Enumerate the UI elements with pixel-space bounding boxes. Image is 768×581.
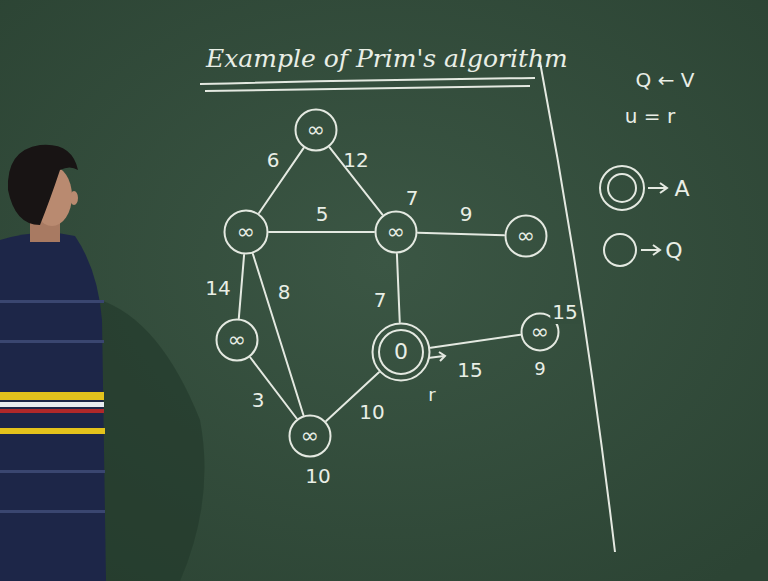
legend-circle	[604, 234, 636, 266]
title-underline	[205, 86, 530, 91]
chalk-arrow	[439, 352, 445, 361]
edge-weight: 6	[267, 148, 280, 172]
vertex-key: ∞	[228, 329, 246, 351]
legend-arrow	[660, 183, 667, 193]
graph-edge	[431, 335, 521, 348]
edge-weight: 14	[205, 276, 230, 300]
vertex-ring	[376, 212, 417, 253]
legend-arrow	[648, 187, 666, 189]
vertex-key: ∞	[307, 119, 325, 141]
vertex-key: 0	[394, 341, 408, 363]
legend-double-circle	[600, 166, 644, 210]
vertex-ring	[373, 324, 430, 381]
vertex-ring	[506, 216, 547, 257]
legend-double-circle	[608, 174, 636, 202]
chalk-note: u = r	[625, 104, 675, 128]
chalk-note: Q ← V	[636, 68, 695, 92]
graph-edge	[239, 255, 244, 318]
graph-vertex: ∞	[374, 210, 418, 254]
graph-vertex: 0	[371, 322, 431, 382]
edge-weight: 15	[457, 358, 482, 382]
teacher-shadow	[100, 300, 205, 581]
graph-edge	[250, 358, 296, 419]
graph-edge	[330, 147, 383, 214]
vertex-key: ∞	[387, 221, 405, 243]
vertex-key: ∞	[531, 321, 549, 343]
vertex-key: ∞	[301, 425, 319, 447]
edge-weight: 12	[343, 148, 368, 172]
graph-vertex: ∞	[504, 214, 548, 258]
teacher-figure	[0, 145, 106, 581]
vertex-ring	[379, 330, 423, 374]
graph-edge	[259, 148, 304, 213]
title: Example of Prim's algorithm	[206, 44, 568, 73]
panel-divider	[540, 62, 615, 552]
vertex-ring	[296, 110, 337, 151]
edge-weight: 7	[374, 288, 387, 312]
edge-weight: 5	[316, 202, 329, 226]
vertex-ring	[217, 320, 258, 361]
chalk-note: r	[428, 384, 435, 405]
graph-vertex: ∞	[294, 108, 338, 152]
graph-edge	[269, 231, 374, 233]
edge-weight: 8	[278, 280, 291, 304]
edge-weight: 9	[460, 202, 473, 226]
vertex-ring	[225, 211, 268, 254]
chalk-note: 9	[534, 358, 545, 379]
vertex-key: ∞	[237, 221, 255, 243]
graph-vertex: ∞	[223, 209, 269, 255]
legend-arrow	[653, 245, 660, 255]
chalk-arrow	[428, 356, 444, 358]
title-underline	[200, 78, 535, 84]
edge-weight: 10	[359, 400, 384, 424]
chalk-note: 15	[550, 300, 579, 324]
graph-edge	[418, 233, 504, 236]
legend-text: Q	[665, 238, 682, 263]
graph-edge	[397, 254, 400, 322]
graph-vertex: ∞	[288, 414, 332, 458]
graph-vertex: ∞	[215, 318, 259, 362]
edge-weight: 3	[252, 388, 265, 412]
chalk-note: 7	[406, 186, 419, 210]
legend-text: A	[674, 176, 689, 201]
vertex-ring	[290, 416, 331, 457]
legend-arrow	[641, 249, 659, 251]
vertex-key: ∞	[517, 225, 535, 247]
chalk-note: 10	[305, 464, 330, 488]
